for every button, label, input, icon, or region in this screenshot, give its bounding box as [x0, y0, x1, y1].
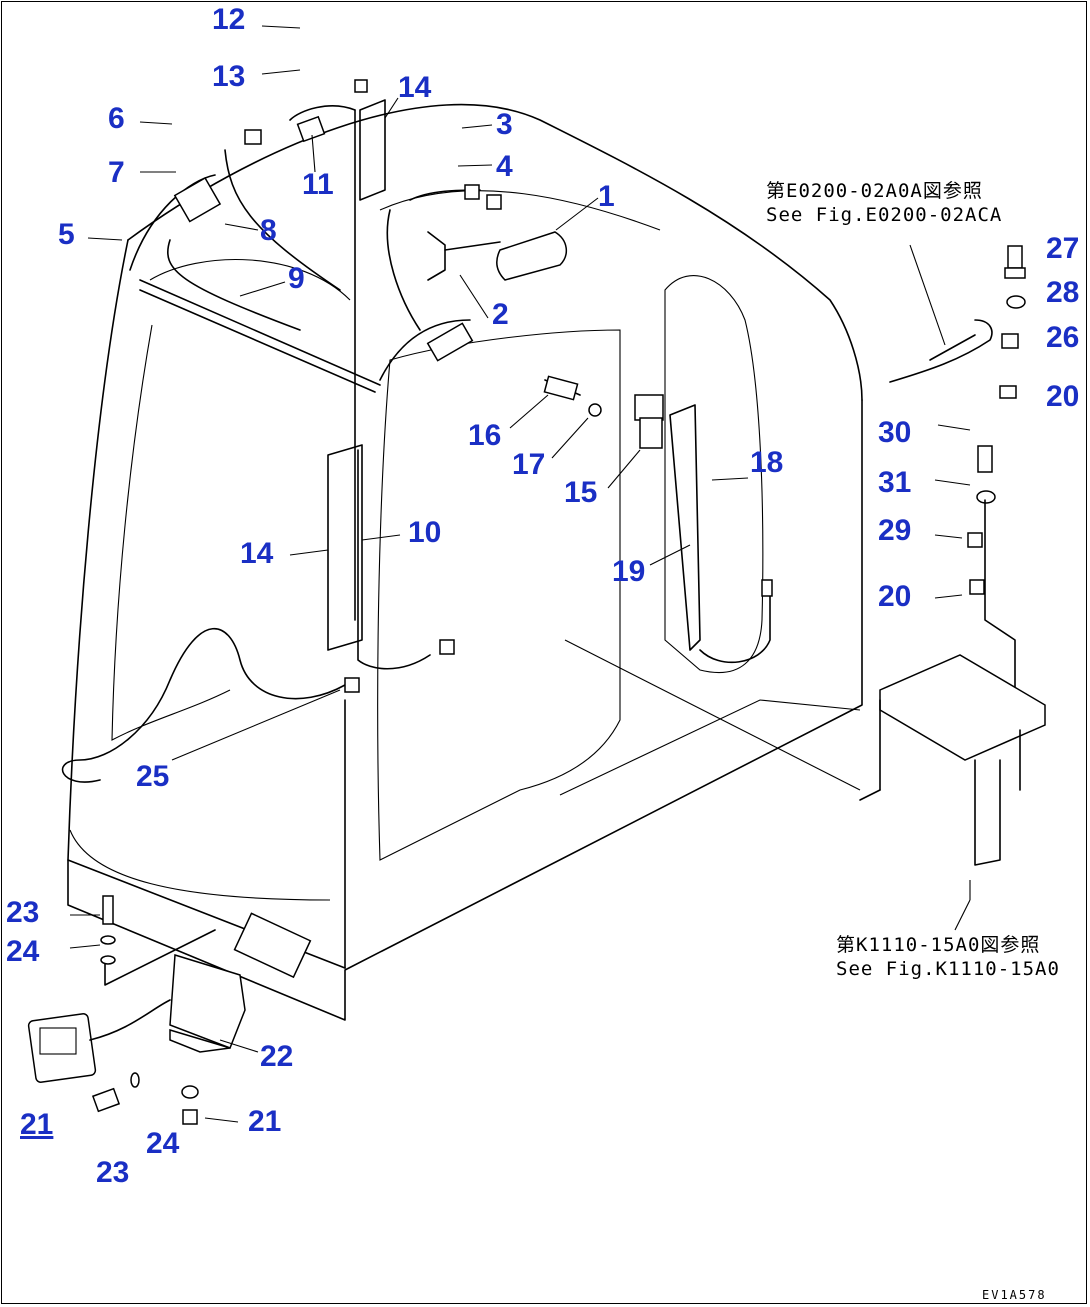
reference-note-top-en: See Fig.E0200-02ACA [766, 204, 1003, 226]
callout-23b: 23 [96, 1156, 130, 1189]
callout-19: 19 [612, 555, 646, 588]
callout-31: 31 [878, 466, 912, 499]
harness-vertical [61, 444, 455, 783]
callout-5: 5 [58, 218, 75, 251]
callout-29: 29 [878, 514, 912, 547]
reference-note-top-jp: 第E0200-02A0A図参照 [766, 180, 983, 202]
callout-27: 27 [1046, 232, 1080, 265]
callout-4: 4 [496, 150, 513, 183]
callout-10: 10 [408, 516, 442, 549]
work-lamp [427, 231, 567, 281]
callout-1: 1 [598, 180, 615, 213]
cab-shell [67, 103, 863, 1021]
callout-12: 12 [212, 3, 246, 36]
callout-23: 23 [6, 896, 40, 929]
callout-6: 6 [108, 102, 125, 135]
callout-28: 28 [1046, 276, 1080, 309]
harness-18 [669, 404, 773, 664]
callout-26: 26 [1046, 321, 1080, 354]
callout-17: 17 [512, 448, 546, 481]
bracket-15 [543, 375, 664, 449]
reference-note-bottom-en: See Fig.K1110-15A0 [836, 958, 1060, 980]
callout-25: 25 [136, 760, 170, 793]
callout-2: 2 [492, 298, 509, 331]
callout-3: 3 [496, 108, 513, 141]
callout-15: 15 [564, 476, 598, 509]
harness-upper [129, 79, 502, 621]
callout-20b: 20 [878, 580, 912, 613]
callout-9: 9 [288, 262, 305, 295]
lower-lamp-assembly [27, 895, 312, 1125]
callout-24: 24 [6, 935, 40, 968]
drawing-code: EV1A578 [982, 1288, 1047, 1302]
right-parts [889, 245, 1026, 701]
callout-7: 7 [108, 156, 125, 189]
callout-16: 16 [468, 419, 502, 452]
callout-24b: 24 [146, 1127, 180, 1160]
callout-11: 11 [302, 168, 334, 201]
callout-20: 20 [1046, 380, 1080, 413]
callout-21b: 21 [248, 1105, 282, 1138]
callout-22: 22 [260, 1040, 294, 1073]
bracket-lower-right [859, 654, 1046, 866]
callout-18: 18 [750, 446, 784, 479]
callout-8: 8 [260, 214, 277, 247]
leader-lines [69, 25, 971, 1123]
callout-14: 14 [398, 71, 432, 104]
callout-14b: 14 [240, 537, 274, 570]
callout-21: 21 [20, 1108, 54, 1141]
reference-note-bottom-jp: 第K1110-15A0図参照 [836, 934, 1041, 956]
callout-30: 30 [878, 416, 912, 449]
callout-13: 13 [212, 60, 246, 93]
